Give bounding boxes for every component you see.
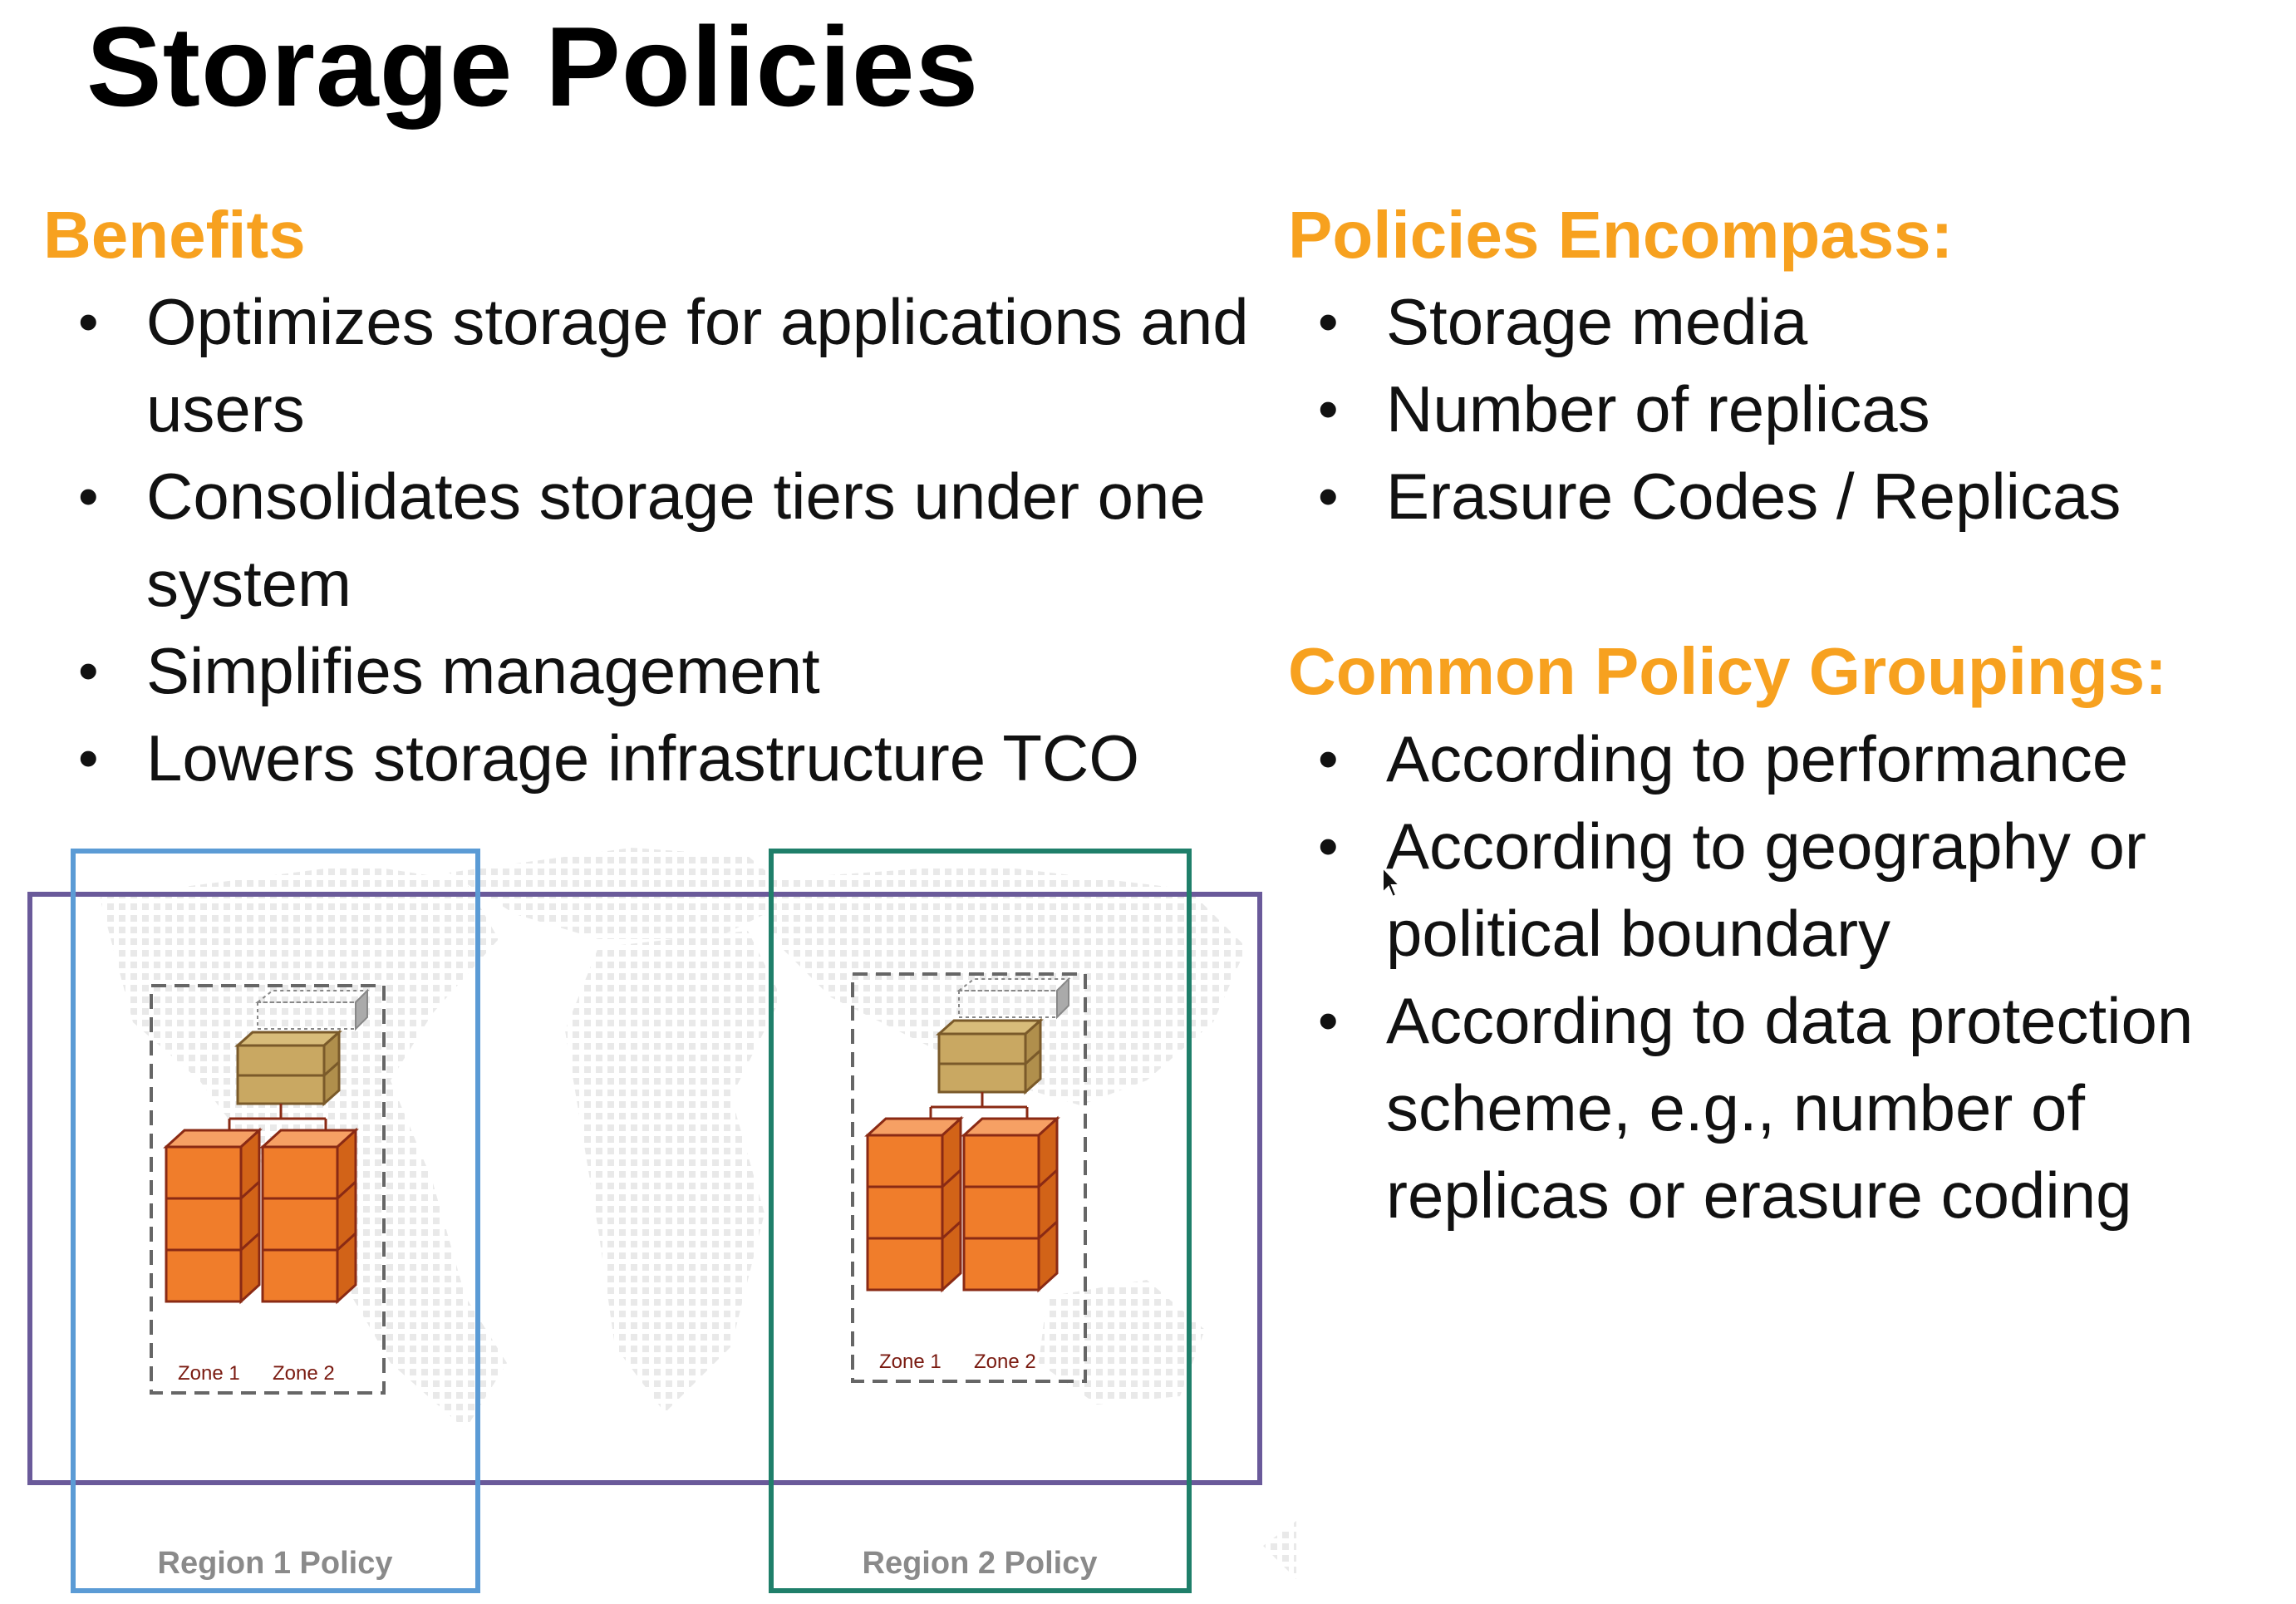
common-groupings-heading: Common Policy Groupings:	[1288, 634, 2167, 708]
zone2-disk-stack-icon	[961, 1115, 1060, 1293]
encompass-item: • Storage media	[1288, 278, 2296, 366]
bullet-dot-icon: •	[1318, 376, 1339, 441]
grouping-item: • According to geography or political bou…	[1288, 803, 2296, 977]
benefit-item: • Consolidates storage tiers under one sy…	[50, 453, 1280, 627]
grouping-text: According to performance	[1386, 722, 2129, 795]
ghost-node-icon	[956, 977, 1071, 1020]
zone1-label: Zone 1	[879, 1351, 942, 1373]
zone2-disk-stack-icon	[259, 1127, 359, 1305]
global-policy-frame	[27, 892, 1262, 1485]
zone2-label: Zone 2	[273, 1362, 335, 1385]
bullet-dot-icon: •	[1318, 726, 1339, 791]
mouse-cursor-icon	[1382, 866, 1401, 898]
cluster-boundary	[150, 984, 386, 1395]
ghost-node-icon	[255, 988, 370, 1031]
region1-policy-frame	[71, 849, 480, 1593]
encompass-text: Storage media	[1386, 285, 1808, 358]
storage-cluster-region1: Zone 1 Zone 2	[150, 984, 386, 1395]
grouping-item: • According to performance	[1288, 716, 2296, 803]
benefits-heading: Benefits	[43, 198, 306, 272]
slide-title: Storage Policies	[86, 3, 980, 130]
diagram-svg: Region 1 Policy Region 2 Policy	[27, 848, 1296, 1593]
bullet-dot-icon: •	[1318, 814, 1339, 878]
region2-policy-frame	[769, 849, 1192, 1593]
encompass-text: Erasure Codes / Replicas	[1386, 460, 2121, 533]
benefit-text: Simplifies management	[146, 634, 820, 707]
zone1-disk-stack-icon	[163, 1127, 263, 1305]
benefit-text: Consolidates storage tiers under one sys…	[146, 460, 1206, 620]
bullet-dot-icon: •	[1318, 289, 1339, 354]
bullet-dot-icon: •	[1318, 464, 1339, 529]
encompass-item: • Erasure Codes / Replicas	[1288, 453, 2296, 540]
benefit-item: • Lowers storage infrastructure TCO	[50, 715, 1280, 802]
region-policy-diagram: Region 1 Policy Region 2 Policy	[0, 831, 1296, 1604]
benefit-item: • Simplifies management	[50, 627, 1280, 715]
bullet-dot-icon: •	[78, 289, 99, 354]
encompass-text: Number of replicas	[1386, 372, 1930, 445]
region2-policy-label: Region 2 Policy	[863, 1546, 1098, 1581]
bullet-dot-icon: •	[78, 638, 99, 703]
policies-encompass-list: • Storage media • Number of replicas • Eras…	[1288, 278, 2296, 540]
grouping-item: • According to data protection scheme, e.…	[1288, 977, 2296, 1239]
bullet-dot-icon: •	[78, 726, 99, 790]
bullet-dot-icon: •	[1318, 988, 1339, 1053]
zone1-label: Zone 1	[178, 1362, 240, 1385]
common-groupings-list: • According to performance • According to …	[1288, 716, 2296, 1239]
bullet-dot-icon: •	[78, 464, 99, 529]
grouping-text: According to data protection scheme, e.g…	[1386, 984, 2194, 1232]
benefit-text: Optimizes storage for applications and u…	[146, 285, 1249, 445]
connector-lines	[929, 1092, 1029, 1120]
region1-policy-label: Region 1 Policy	[158, 1546, 393, 1581]
storage-cluster-region2: Zone 1 Zone 2	[851, 972, 1087, 1383]
grouping-text: According to geography or political boun…	[1386, 809, 2146, 970]
cluster-boundary	[851, 972, 1087, 1383]
policies-encompass-heading: Policies Encompass:	[1288, 198, 1954, 272]
benefit-item: • Optimizes storage for applications and …	[50, 278, 1280, 453]
encompass-item: • Number of replicas	[1288, 366, 2296, 453]
proxy-node-icon	[234, 1029, 342, 1107]
zone1-disk-stack-icon	[864, 1115, 964, 1293]
proxy-node-icon	[936, 1017, 1044, 1095]
zone2-label: Zone 2	[974, 1351, 1036, 1373]
benefits-list: • Optimizes storage for applications and …	[50, 278, 1280, 802]
benefit-text: Lowers storage infrastructure TCO	[146, 721, 1140, 795]
